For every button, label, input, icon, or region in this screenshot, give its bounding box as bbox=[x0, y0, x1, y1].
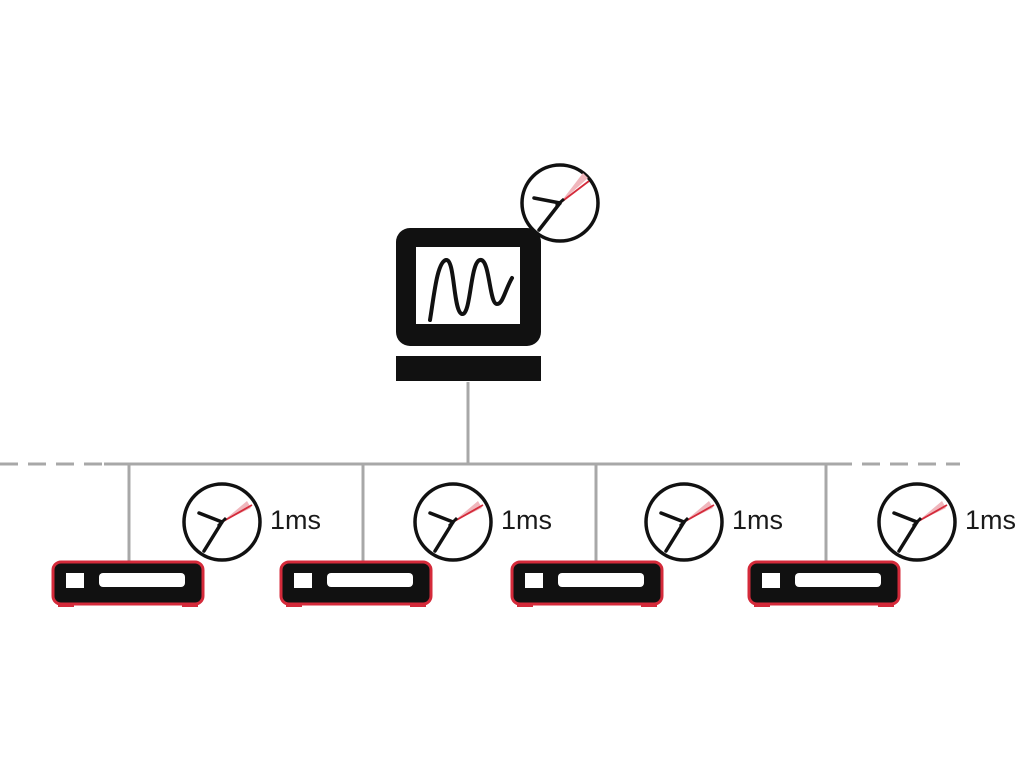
device-clock-icon bbox=[182, 482, 262, 562]
monitor-waveform-icon bbox=[396, 228, 541, 381]
device-box-icon bbox=[51, 560, 205, 607]
device-node: 1ms bbox=[51, 464, 321, 607]
device-node: 1ms bbox=[747, 464, 1016, 607]
network-bus bbox=[0, 382, 960, 466]
device-node: 1ms bbox=[510, 464, 783, 607]
latency-label: 1ms bbox=[501, 505, 552, 535]
latency-label: 1ms bbox=[270, 505, 321, 535]
device-box-icon bbox=[510, 560, 664, 607]
server-clock-icon bbox=[520, 163, 600, 243]
device-box-icon bbox=[747, 560, 901, 607]
device-clock-icon bbox=[644, 482, 724, 562]
device-clock-icon bbox=[413, 482, 493, 562]
device-box-icon bbox=[279, 560, 433, 607]
device-node: 1ms bbox=[279, 464, 552, 607]
server-computer bbox=[396, 163, 600, 381]
device-clock-icon bbox=[877, 482, 957, 562]
latency-label: 1ms bbox=[965, 505, 1016, 535]
latency-label: 1ms bbox=[732, 505, 783, 535]
